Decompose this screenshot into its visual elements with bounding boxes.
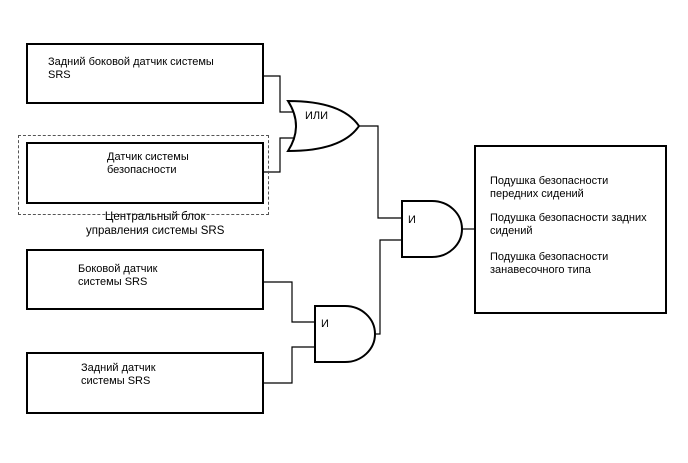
airbags-output-block: Подушка безопасности передних сидений По… <box>474 145 667 314</box>
or-gate-label: ИЛИ <box>305 110 329 122</box>
side-sensor-label: Боковой датчик системы SRS <box>78 263 158 288</box>
rear-sensor-block: Задний датчик системы SRS <box>26 352 264 414</box>
and-gate-bottom-shape <box>314 305 376 363</box>
front-airbags-label: Подушка безопасности передних сидений <box>490 175 609 200</box>
curtain-airbags-label: Подушка безопасности занавесочного типа <box>490 251 609 276</box>
side-sensor-block: Боковой датчик системы SRS <box>26 249 264 310</box>
or-gate-shape <box>286 99 361 153</box>
rear-airbags-label: Подушка безопасности задних сидений <box>490 212 647 237</box>
wire-rear-side-to-or <box>264 75 296 113</box>
safety-sensor-block: Датчик системы безопасности <box>26 142 264 204</box>
wire-or-to-and-top <box>357 125 404 219</box>
wire-safety-to-or <box>264 137 296 173</box>
central-unit-label: Центральный блок управления системы SRS <box>86 211 225 237</box>
wire-side-to-and-bottom <box>264 281 317 323</box>
wire-and-bottom-to-and-top <box>373 239 404 335</box>
and-gate-bottom-label: И <box>321 318 329 330</box>
rear-side-sensor-label: Задний боковой датчик системы SRS <box>48 56 214 81</box>
rear-side-sensor-block: Задний боковой датчик системы SRS <box>26 43 264 104</box>
and-gate-top-shape <box>401 200 463 258</box>
rear-sensor-label: Задний датчик системы SRS <box>81 362 156 387</box>
and-gate-top-label: И <box>408 214 416 226</box>
safety-sensor-label: Датчик системы безопасности <box>107 151 189 176</box>
central-unit-boundary <box>18 135 269 215</box>
wire-rear-to-and-bottom <box>264 346 317 384</box>
